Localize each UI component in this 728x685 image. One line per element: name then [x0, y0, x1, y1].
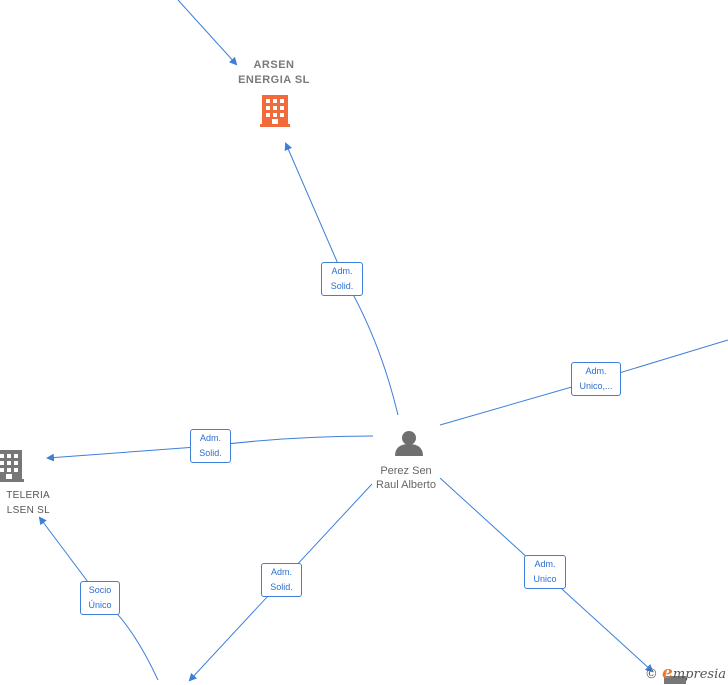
building-icon-arsen [260, 95, 290, 127]
person-icon [395, 431, 423, 456]
edge-label-right-line1: Adm. [585, 366, 607, 376]
edge-label-socio[interactable]: Socio Único [80, 581, 120, 615]
person-label-line2: Raul Alberto [376, 479, 436, 491]
edge-top-into-arsen [177, 0, 238, 66]
edge-label-bottom-right-line1: Adm. [534, 559, 556, 569]
edge-label-bottom-right[interactable]: Adm. Unico [524, 555, 566, 589]
edge-label-arsen-line1: Adm. [331, 266, 353, 276]
copyright-symbol: © [644, 667, 658, 682]
brand-initial: e [662, 663, 673, 683]
edge-label-arsen-line2: Solid. [330, 281, 354, 291]
person-label[interactable]: Perez Sen Raul Alberto [356, 464, 456, 492]
edge-label-left-line2: Solid. [199, 448, 222, 458]
edge-label-right-line2: Unico,... [579, 381, 613, 391]
edge-label-bottom-left-line2: Solid. [270, 582, 293, 592]
edge-label-bottom-left-line1: Adm. [270, 567, 292, 577]
edge-label-socio-line2: Único [88, 600, 112, 610]
person-label-line1: Perez Sen [380, 465, 432, 477]
edge-label-arsen[interactable]: Adm. Solid. [321, 262, 363, 296]
arsen-energia-label[interactable]: ARSEN ENERGIA SL [228, 58, 320, 88]
arsen-label-line2: ENERGIA SL [238, 74, 310, 86]
left-company-label[interactable]: TELERIA LSEN SL [0, 488, 50, 518]
left-company-label-line1: TELERIA [6, 490, 50, 501]
edge-label-right[interactable]: Adm. Unico,... [571, 362, 621, 396]
edge-label-socio-line1: Socio [88, 585, 112, 595]
empresia-watermark: © empresia [645, 663, 726, 683]
left-company-label-line2: LSEN SL [6, 505, 50, 516]
edge-label-left[interactable]: Adm. Solid. [190, 429, 231, 463]
brand-rest: mpresia [672, 667, 726, 682]
bottom-right-node-icon [664, 676, 686, 684]
arsen-label-line1: ARSEN [253, 59, 295, 71]
edge-label-bottom-left[interactable]: Adm. Solid. [261, 563, 302, 597]
edge-label-bottom-right-line2: Unico [533, 574, 557, 584]
building-icon-left-company [0, 450, 24, 482]
edge-label-left-line1: Adm. [199, 433, 221, 443]
